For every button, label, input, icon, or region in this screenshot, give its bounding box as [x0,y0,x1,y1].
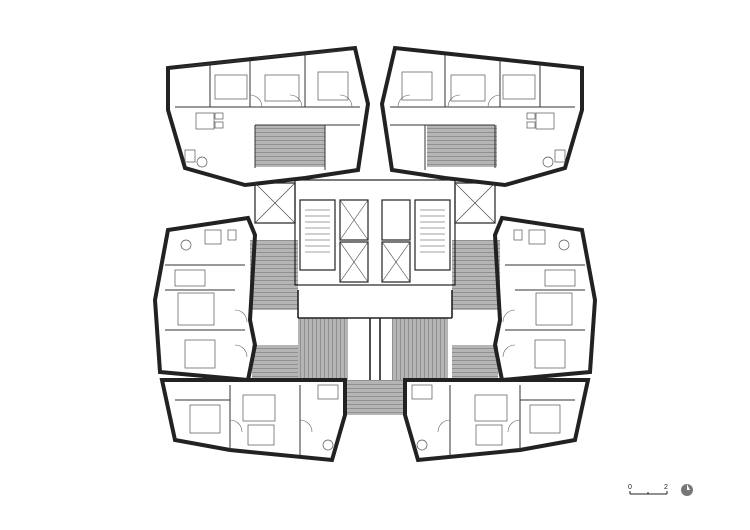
scale-label-end: 2 [664,484,668,491]
mid-right-apartment [492,215,598,383]
top-right-apartment [379,45,584,188]
central-core [254,179,496,286]
scale-bar: 0 2 [628,484,668,495]
north-arrow-icon [681,484,693,496]
top-left-apartment [166,45,371,188]
bottom-right-apartment [403,378,591,463]
scale-label-start: 0 [628,484,632,491]
bottom-left-apartment [159,378,347,463]
mid-left-apartment [152,215,258,383]
corridor-walls [297,290,453,380]
hatched-service-areas [250,125,500,415]
